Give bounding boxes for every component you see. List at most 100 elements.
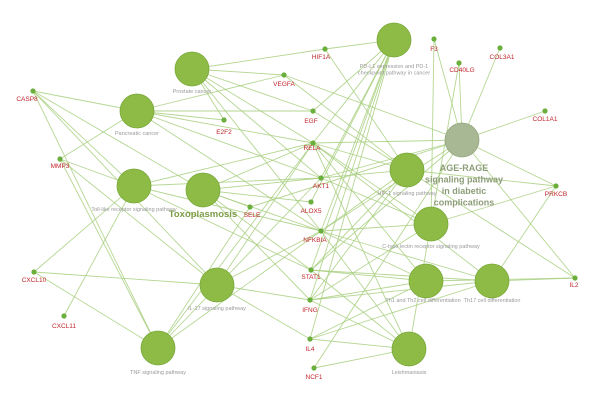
gene-label-alox5: ALOX5 <box>301 208 322 215</box>
edge-hif1a-hif1 <box>324 48 408 171</box>
edge-rela-prostate <box>191 68 314 144</box>
gene-node-cxcl10[interactable] <box>31 269 37 275</box>
edge-rela-tlr <box>133 142 314 187</box>
edge-rela-pd1 <box>312 39 395 144</box>
pathway-label-th17: Th17 cell differentiation <box>464 298 521 304</box>
pathway-label-pancreatic: Pancreatic cancer <box>115 131 159 137</box>
edge-alox5-pd1 <box>310 39 395 203</box>
gene-label-col3a1: COL3A1 <box>490 54 515 61</box>
edge-mmp3-il17 <box>59 158 218 286</box>
pathway-label-prostate: Prostate cancer <box>173 89 212 95</box>
gene-label-ncf1: NCF1 <box>306 374 323 381</box>
edge-akt1-tlr <box>133 177 322 187</box>
pathway-node-il17[interactable] <box>199 267 235 303</box>
gene-node-egf[interactable] <box>310 108 316 114</box>
pathway-node-toxo[interactable] <box>185 172 221 208</box>
gene-node-hif1a[interactable] <box>322 46 328 52</box>
gene-node-col1a1[interactable] <box>542 108 548 114</box>
edge-il4-th17 <box>309 280 493 340</box>
gene-node-casp8[interactable] <box>30 88 36 94</box>
gene-label-akt1: AKT1 <box>313 183 330 190</box>
edge-cxcl10-tlr <box>33 185 135 273</box>
pathway-node-agerage[interactable] <box>444 122 480 158</box>
edge-egf-hif1 <box>312 110 408 171</box>
gene-label-egf: EGF <box>304 118 317 125</box>
edge-egf-pd1 <box>312 39 395 112</box>
edge-f3-ctype <box>430 38 435 225</box>
edge-ifng-pd1 <box>309 39 395 301</box>
gene-node-col3a1[interactable] <box>497 45 503 51</box>
gene-node-stat1[interactable] <box>308 267 314 273</box>
gene-node-il2[interactable] <box>572 275 578 281</box>
pathway-label-tnf: TNF signaling pathway <box>130 370 186 376</box>
edge-casp8-pancreatic <box>32 90 138 112</box>
pathway-node-ctype[interactable] <box>413 206 449 242</box>
gene-label-sele: SELE <box>244 212 261 219</box>
pathway-label-leish: Leishmaniasis <box>392 370 427 376</box>
edge-casp8-toxo <box>32 90 204 191</box>
gene-label-il2: IL2 <box>569 282 578 289</box>
pathway-node-th1th2[interactable] <box>408 263 444 299</box>
edge-prkcb-th17 <box>491 185 557 282</box>
gene-node-ifng[interactable] <box>307 297 313 303</box>
edge-stat1-tlr <box>133 185 312 271</box>
gene-node-akt1[interactable] <box>318 175 324 181</box>
edge-il2-agerage <box>461 139 576 279</box>
edge-nfkbia-tnf <box>157 230 322 349</box>
edge-sele-agerage <box>249 139 463 208</box>
gene-node-sele[interactable] <box>247 204 253 210</box>
gene-node-e2f2[interactable] <box>221 117 227 123</box>
edge-stat1-th17 <box>310 269 493 282</box>
gene-label-cd40lg: CD40LG <box>449 67 474 74</box>
gene-label-mmp3: MMP3 <box>51 163 70 170</box>
edge-nfkbia-prostate <box>191 68 322 232</box>
edge-rela-th1th2 <box>312 142 427 282</box>
edge-ifng-th17 <box>309 280 493 301</box>
gene-node-alox5[interactable] <box>308 199 314 205</box>
edge-il4-pd1 <box>309 39 395 340</box>
gene-node-cxcl11[interactable] <box>61 313 67 319</box>
gene-node-rela[interactable] <box>310 140 316 146</box>
edge-stat1-leish <box>310 269 410 350</box>
edge-mmp3-tnf <box>59 158 159 349</box>
gene-label-rela: RELA <box>304 145 322 152</box>
gene-node-cd40lg[interactable] <box>456 60 462 66</box>
pathway-node-tnf[interactable] <box>140 330 176 366</box>
gene-node-mmp3[interactable] <box>57 156 63 162</box>
gene-node-nfkbia[interactable] <box>318 228 324 234</box>
edge-akt1-tnf <box>157 177 322 349</box>
edge-rela-il17 <box>216 142 314 286</box>
pathway-label-tlr: Toll-like receptor signaling pathway <box>91 207 177 213</box>
edge-rela-toxo <box>202 142 314 191</box>
edge-prkcb-hif1 <box>406 169 557 187</box>
edge-vegfa-hif1 <box>283 74 408 171</box>
edge-prkcb-agerage <box>461 139 557 187</box>
gene-node-prkcb[interactable] <box>553 183 559 189</box>
edge-ifng-th1th2 <box>309 280 427 301</box>
pathway-node-hif1[interactable] <box>389 152 425 188</box>
gene-node-il4[interactable] <box>307 336 313 342</box>
gene-label-il4: IL4 <box>305 346 314 353</box>
gene-node-ncf1[interactable] <box>311 365 317 371</box>
pathway-node-th17[interactable] <box>474 263 510 299</box>
edge-akt1-prostate <box>191 68 322 179</box>
pathway-node-pd1[interactable] <box>376 22 412 58</box>
gene-label-prkcb: PRKCB <box>545 191 567 198</box>
gene-node-vegfa[interactable] <box>281 72 287 78</box>
edge-vegfa-agerage <box>283 74 463 141</box>
pathway-label-ctype: C-type lectin receptor signaling pathway <box>382 244 480 250</box>
edge-il4-il17 <box>216 284 311 340</box>
pathway-node-leish[interactable] <box>391 331 427 367</box>
gene-label-e2f2: E2F2 <box>216 129 232 136</box>
gene-node-f3[interactable] <box>431 36 437 42</box>
pathway-node-prostate[interactable] <box>174 51 210 87</box>
edge-prkcb-ctype <box>430 185 557 225</box>
pathway-node-tlr[interactable] <box>116 168 152 204</box>
edge-ifng-ctype <box>309 223 432 301</box>
gene-label-hif1a: HIF1A <box>312 54 331 61</box>
pathway-node-pancreatic[interactable] <box>119 93 155 129</box>
pathway-label-hif1: HIF-1 signaling pathway <box>377 191 436 197</box>
gene-label-stat1: STAT1 <box>301 274 321 281</box>
edge-nfkbia-th17 <box>320 230 493 282</box>
